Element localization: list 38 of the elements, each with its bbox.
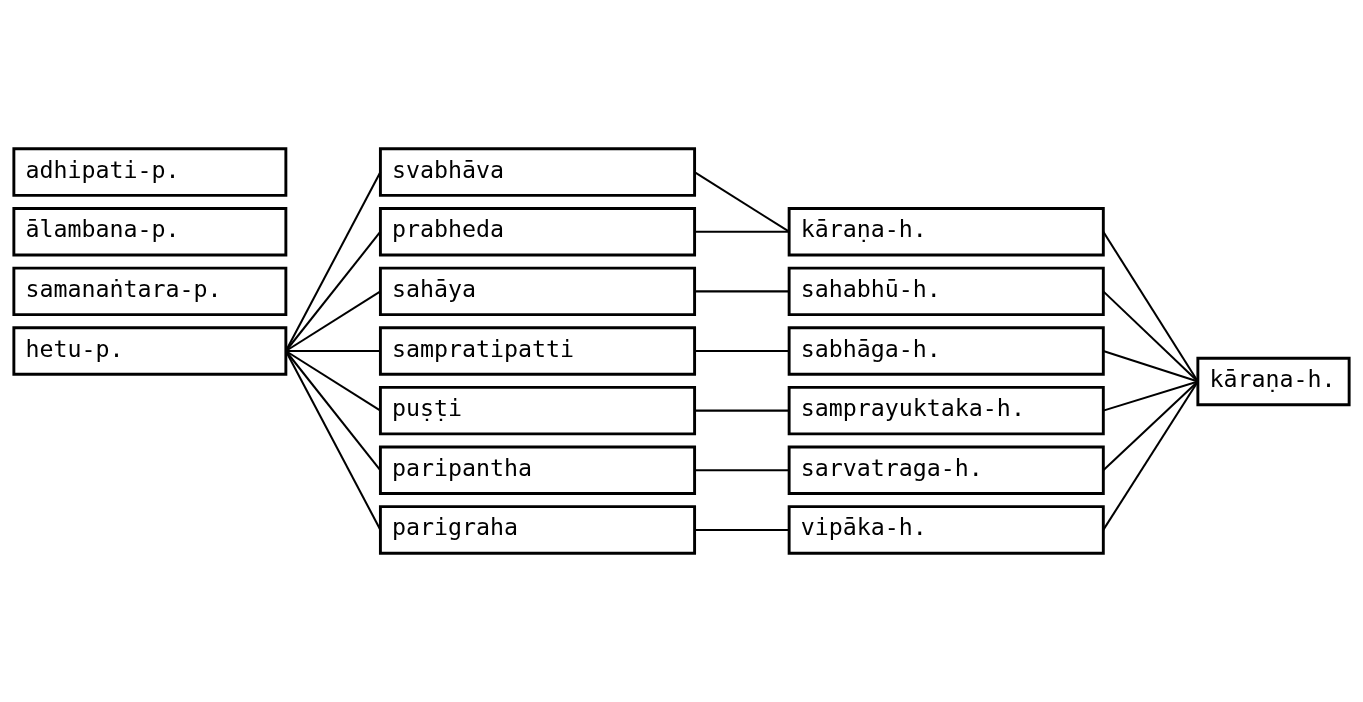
node-box: svabhāva xyxy=(378,147,697,197)
connector xyxy=(285,350,381,412)
connector xyxy=(694,230,790,233)
connector xyxy=(285,350,381,352)
node-box: paripantha xyxy=(378,445,697,495)
node-box: vipāka-h. xyxy=(787,505,1105,555)
node-box: parigraha xyxy=(378,505,697,555)
connector xyxy=(284,350,382,531)
connector xyxy=(694,350,790,352)
node-box: hetu-p. xyxy=(12,326,288,376)
connector xyxy=(1103,380,1199,412)
node-box: samanaṅtara-p. xyxy=(12,266,288,317)
node-box: samprayuktaka-h. xyxy=(787,385,1105,436)
node-box: ālambana-p. xyxy=(12,207,288,257)
connector xyxy=(694,469,790,472)
connector xyxy=(694,409,790,412)
connector xyxy=(694,528,790,531)
node-box: sahabhū-h. xyxy=(787,266,1105,317)
connector xyxy=(694,290,790,293)
connector xyxy=(285,290,381,352)
node-box: prabheda xyxy=(378,207,697,257)
connector xyxy=(1102,381,1199,531)
connector xyxy=(694,171,790,233)
node-box: sarvatraga-h. xyxy=(787,445,1105,495)
node-box: kāraṇa-h. xyxy=(1196,356,1351,407)
node-box: sabhāga-h. xyxy=(787,326,1105,376)
connector xyxy=(1103,350,1199,383)
node-box: adhipati-p. xyxy=(12,147,288,197)
connector xyxy=(285,350,382,471)
connector xyxy=(1102,380,1199,471)
node-box: puṣṭi xyxy=(378,385,697,436)
connector xyxy=(285,231,382,352)
connector xyxy=(1102,231,1199,383)
node-box: sahāya xyxy=(378,266,697,317)
node-box: sampratipatti xyxy=(378,326,697,376)
connector xyxy=(284,171,382,352)
node-box: kāraṇa-h. xyxy=(787,207,1105,257)
connector xyxy=(1102,290,1199,383)
